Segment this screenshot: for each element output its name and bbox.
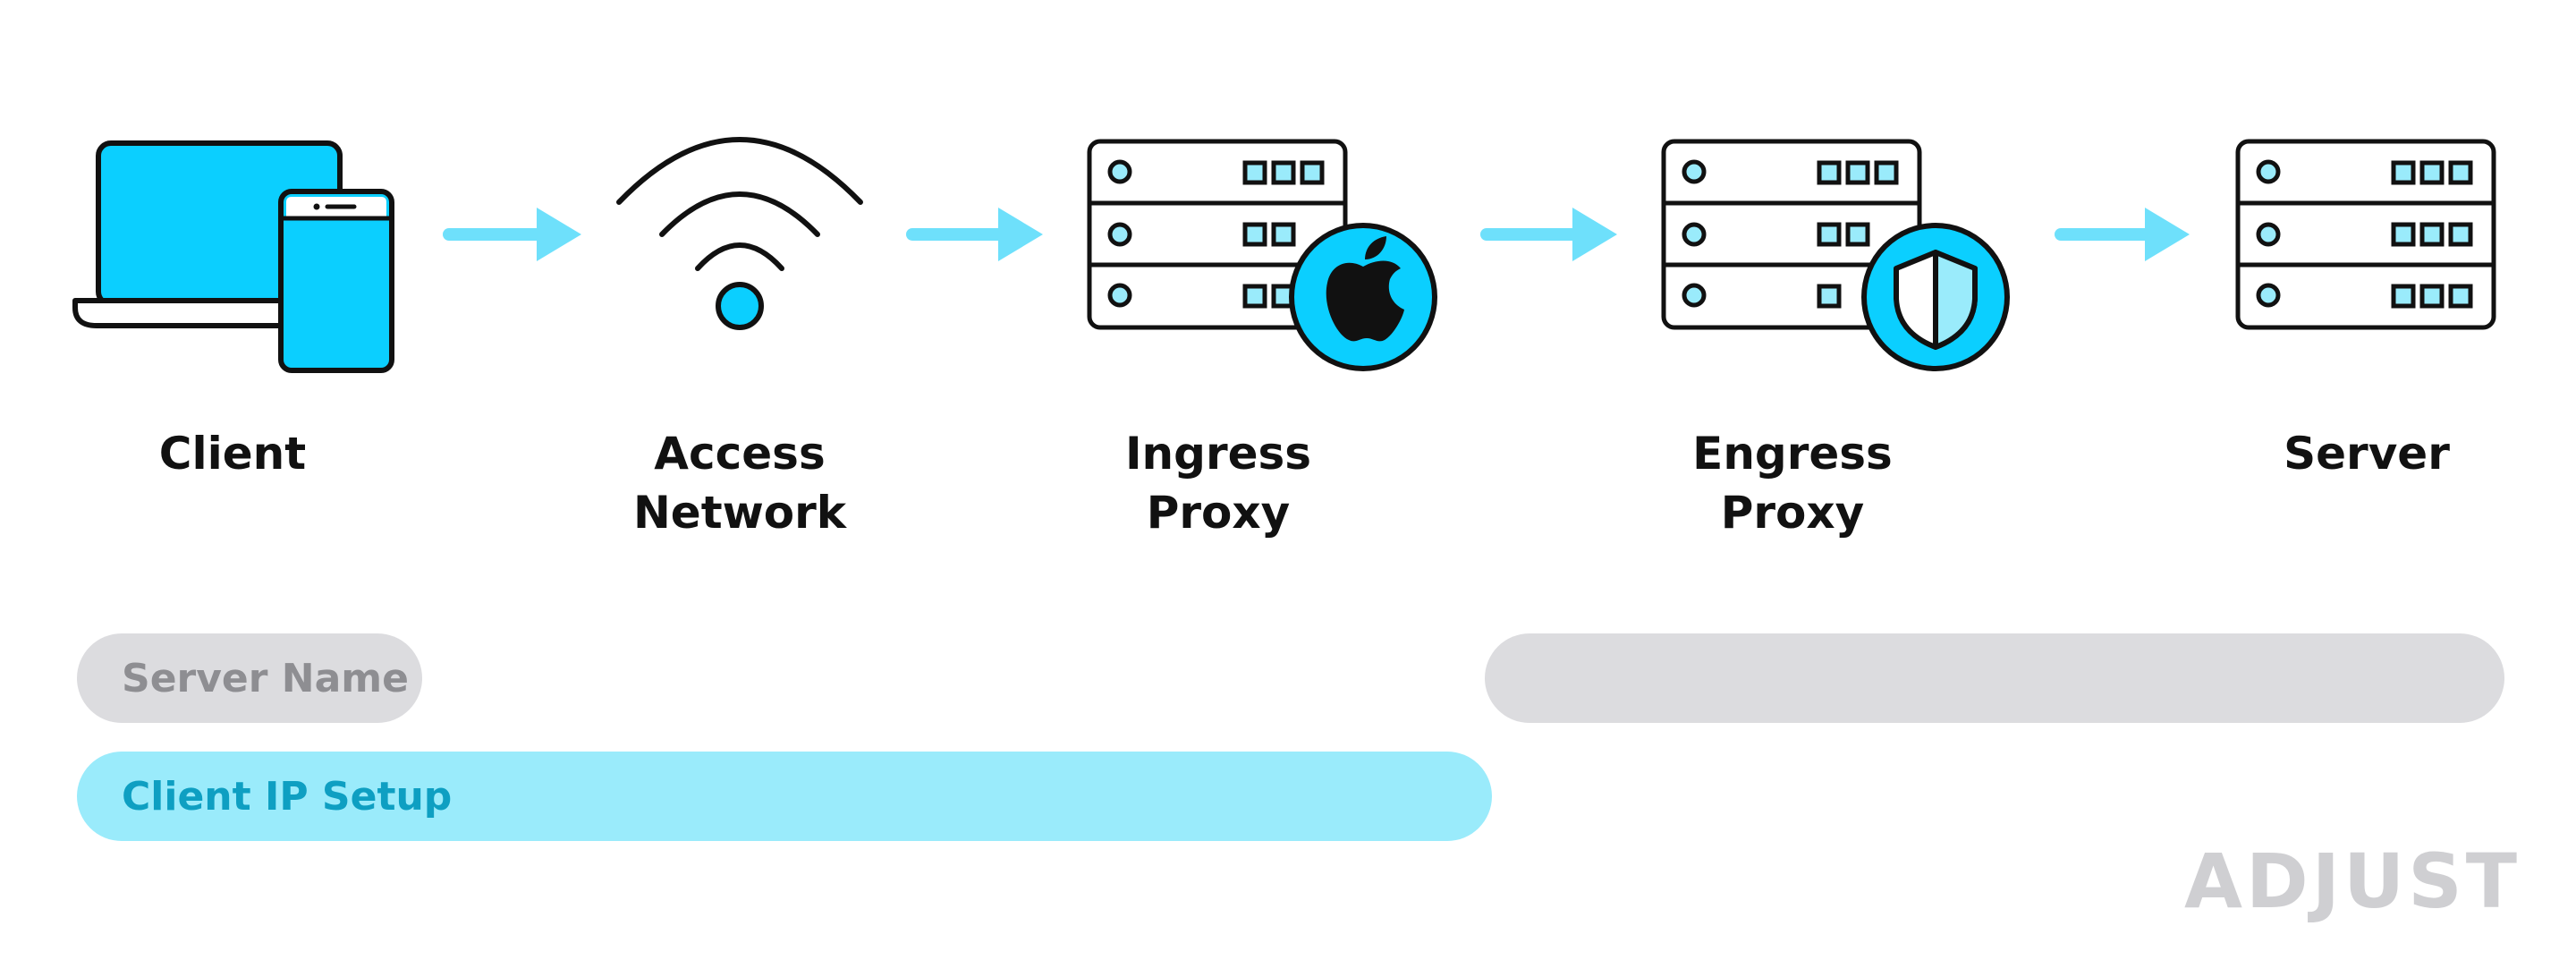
apple-icon (1326, 236, 1404, 342)
node-label-server: Server (2284, 428, 2450, 480)
arrow-icon (906, 208, 1043, 261)
laptop-phone-icon (72, 140, 394, 373)
client-ip-setup-label: Client IP Setup (122, 773, 453, 820)
arrow-icon (443, 208, 581, 261)
arrow-icon (2055, 208, 2190, 261)
client-ip-setup-bar: Client IP Setup (77, 752, 1492, 841)
server-name-bar-egress (1485, 633, 2504, 723)
node-label-ingress-proxy: Ingress Proxy (1124, 428, 1312, 539)
node-label-access-network: Access Network (632, 428, 847, 539)
node-label-engress-proxy: Engress Proxy (1692, 428, 1893, 539)
wifi-icon (616, 137, 863, 330)
server-shield-icon (1661, 139, 2010, 371)
node-label-client: Client (158, 428, 307, 480)
server-name-bar: Server Name (77, 633, 422, 723)
server-icon (2235, 139, 2496, 330)
adjust-logo: ADJUST (2184, 837, 2521, 925)
server-apple-icon (1087, 139, 1437, 371)
server-name-label: Server Name (122, 655, 409, 701)
shield-icon (1894, 250, 1978, 350)
arrow-icon (1480, 208, 1617, 261)
